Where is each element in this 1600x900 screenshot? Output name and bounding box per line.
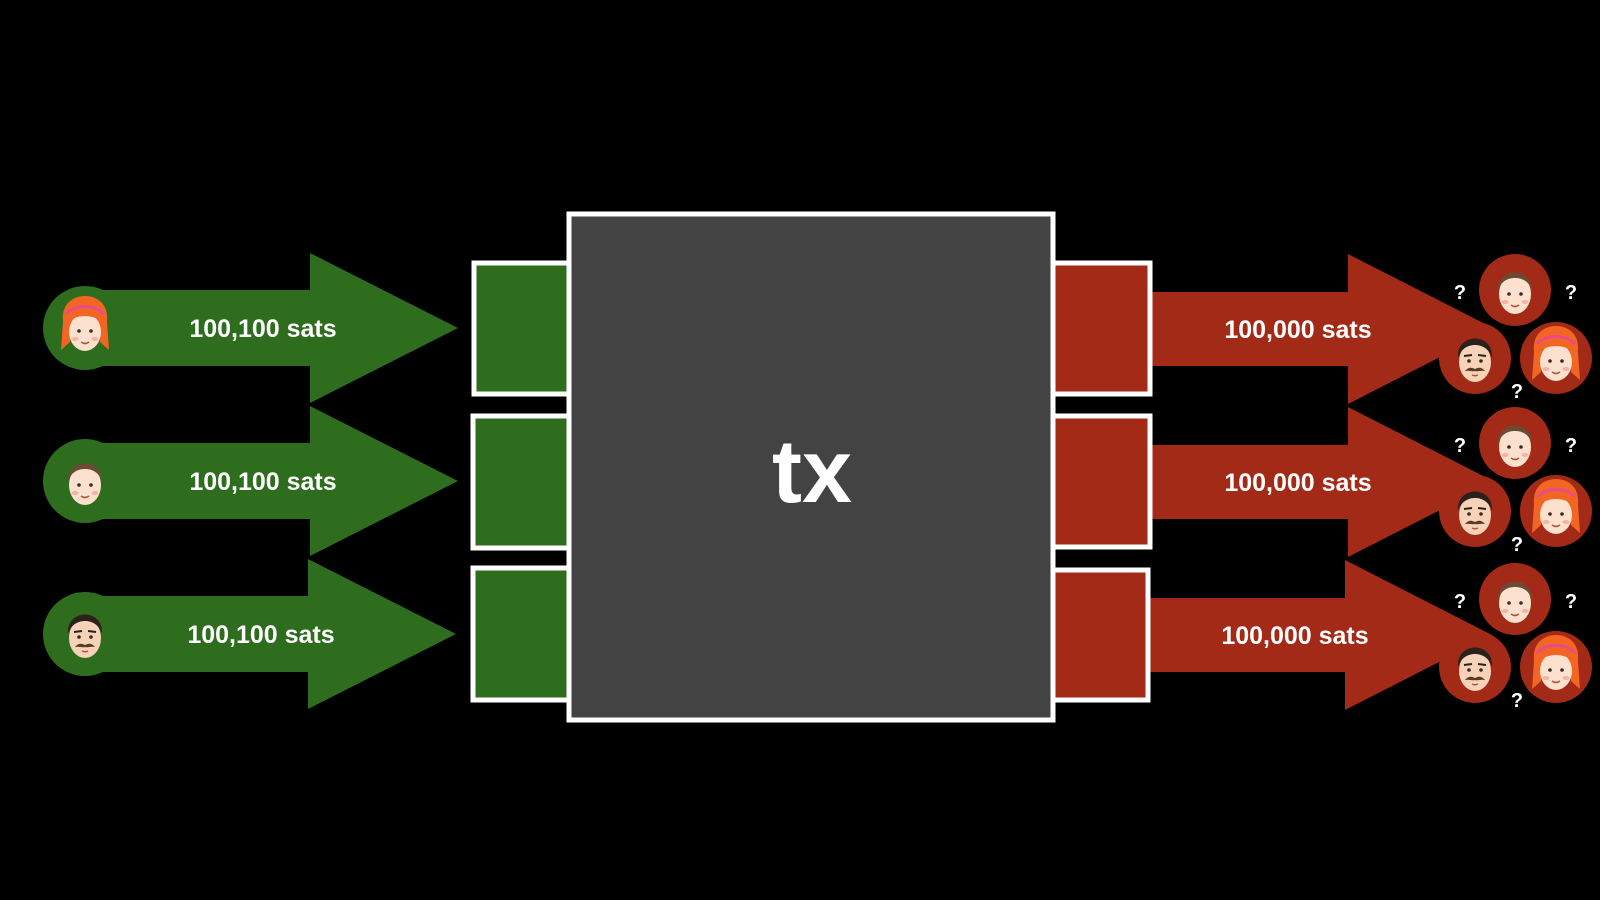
output-arrow <box>1145 407 1495 557</box>
unknown-mark: ? <box>1565 282 1577 304</box>
input-arrow: 100,100 sats <box>43 406 458 556</box>
unknown-mark: ? <box>1565 591 1577 613</box>
input-slot <box>470 565 572 703</box>
unknown-mark: ? <box>1511 381 1523 403</box>
woman-red-hair-icon <box>1530 477 1582 536</box>
input-slot <box>471 260 572 397</box>
input-amount: 100,100 sats <box>187 621 334 649</box>
woman-red-hair-icon <box>1530 633 1582 692</box>
input-amount: 100,100 sats <box>189 468 336 496</box>
transaction-box: tx <box>566 211 1056 723</box>
output-slots <box>1050 260 1153 703</box>
input-arrow: 100,100 sats <box>43 253 458 403</box>
output-slot <box>1050 567 1151 703</box>
output-amount: 100,000 sats <box>1224 469 1371 497</box>
unknown-mark: ? <box>1511 534 1523 556</box>
unknown-mark: ? <box>1454 282 1466 304</box>
output-candidates-2: ? ? ? <box>1439 407 1592 556</box>
output-arrow <box>1142 560 1492 710</box>
unknown-mark: ? <box>1565 435 1577 457</box>
unknown-mark: ? <box>1454 435 1466 457</box>
woman-red-hair-icon <box>59 294 111 353</box>
output-amount: 100,000 sats <box>1224 316 1371 344</box>
input-amount: 100,100 sats <box>189 315 336 343</box>
unknown-mark: ? <box>1454 591 1466 613</box>
output-slot <box>1050 413 1153 550</box>
woman-red-hair-icon <box>1530 324 1582 383</box>
tx-box <box>566 211 1056 723</box>
input-slot <box>470 413 572 551</box>
input-slots <box>470 260 572 703</box>
output-candidates-3: ? ? ? <box>1439 563 1592 712</box>
output-arrow <box>1145 254 1495 404</box>
output-slot <box>1050 260 1153 397</box>
inputs-group: 100,100 sats 100,100 sats 100,100 sats <box>43 253 458 709</box>
outputs-group: 100,000 sats 100,000 sats 100,000 sats <box>1142 254 1495 710</box>
output-amount: 100,000 sats <box>1221 622 1368 650</box>
input-arrow: 100,100 sats <box>43 559 456 709</box>
tx-label: tx <box>772 422 852 522</box>
unknown-mark: ? <box>1511 690 1523 712</box>
output-candidates-1: ? ? ? <box>1439 254 1592 403</box>
